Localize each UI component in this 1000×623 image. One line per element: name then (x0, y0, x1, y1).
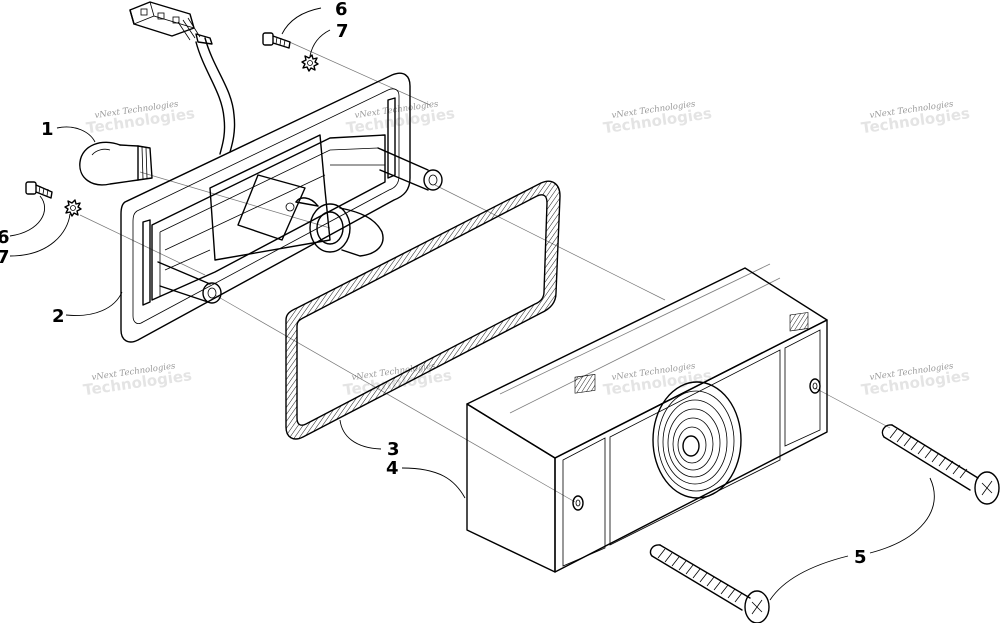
callout-1: 1 (41, 119, 54, 140)
small-screw-upper (262, 32, 291, 49)
star-washer-lower (64, 199, 82, 217)
leader-lines (9, 7, 935, 601)
assembly-center-lines (79, 39, 891, 503)
callout-3: 3 (387, 439, 400, 460)
long-bolt-lower (649, 544, 770, 623)
callout-2: 2 (52, 306, 65, 327)
star-washer-upper (301, 54, 319, 72)
watermark-4: Technologies vNext Technologies (860, 99, 971, 137)
callout-4: 4 (386, 458, 399, 479)
electrical-connector (129, 1, 195, 37)
callout-6-upper: 6 (335, 0, 348, 20)
watermark-3: Technologies vNext Technologies (602, 99, 713, 137)
watermark-8: Technologies vNext Technologies (860, 361, 971, 399)
long-bolt-upper (881, 424, 1000, 505)
callout-labels: 1 2 3 4 5 6 6 7 7 (0, 0, 867, 568)
small-screw-lower (25, 181, 53, 199)
callout-6-lower: 6 (0, 227, 10, 248)
fresnel-lens (652, 381, 742, 499)
callout-7-upper: 7 (336, 21, 349, 42)
callout-5: 5 (854, 547, 867, 568)
gasket (285, 180, 561, 440)
callout-7-lower: 7 (0, 247, 10, 268)
watermark-5: Technologies vNext Technologies (82, 361, 193, 399)
wire-harness (177, 17, 236, 155)
watermark-1: Technologies vNext Technologies (85, 99, 196, 137)
lens-cover (466, 263, 828, 573)
light-bulb (79, 141, 153, 186)
housing-base-plate (120, 72, 443, 343)
